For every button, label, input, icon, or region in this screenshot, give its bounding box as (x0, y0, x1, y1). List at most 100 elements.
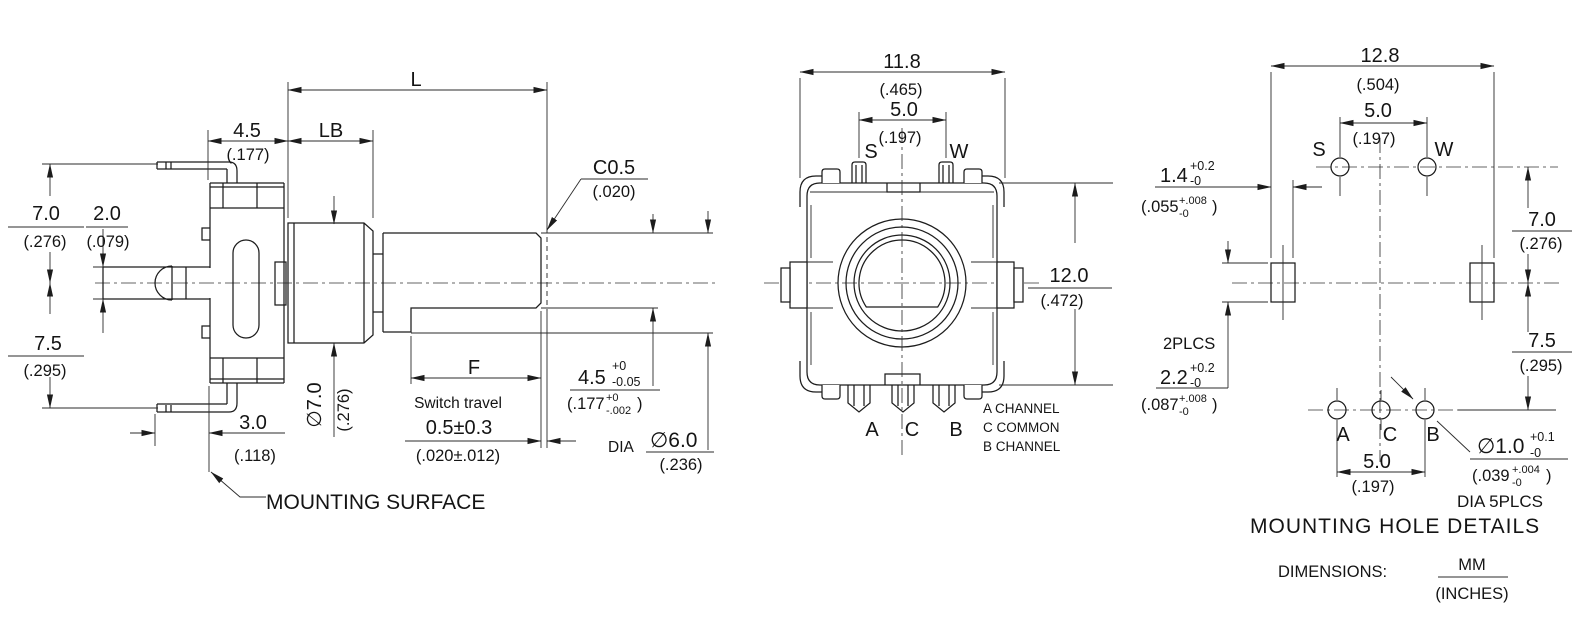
dim-slot-height-in-sub: -0 (1179, 406, 1189, 418)
hole-dia-in: (.039 (1472, 467, 1510, 485)
dim-pin-in: (.079) (86, 233, 129, 251)
dim-shaft-dia-word: DIA (608, 439, 635, 456)
w-pin-label: W (950, 141, 969, 163)
left-ear-flange (789, 261, 808, 309)
right-ear-tab (1013, 267, 1024, 303)
body-top-block (209, 182, 285, 209)
s-hole (1330, 157, 1350, 177)
dim-shaft-length-label: L (410, 69, 421, 91)
dim-front-height-mm: 12.0 (1050, 265, 1089, 287)
dim-front-width-in: (.465) (879, 81, 922, 99)
units-mm: MM (1458, 556, 1486, 574)
shaft (383, 232, 542, 333)
b-hole (1415, 400, 1435, 420)
dim-lower-height-mm: 7.5 (34, 333, 62, 355)
switch-travel-mm: 0.5±0.3 (426, 417, 493, 439)
dim-slot-height-sub: -0 (1190, 376, 1201, 390)
dim-slot-width-in-sup: +.008 (1179, 195, 1207, 207)
dim-slot-height-in-sup: +.008 (1179, 393, 1207, 405)
mounting-surface-leader (210, 471, 266, 498)
dim-mount-bottom-mm: 5.0 (1363, 451, 1391, 473)
side-view: L 4.5 (.177) LB 7.0 (.276) 2.0 (.079) 7.… (8, 69, 716, 514)
dim-mount-down-mm: 7.5 (1528, 330, 1556, 352)
legend-c-common: C COMMON (983, 420, 1060, 435)
b-terminal-pin (932, 385, 956, 413)
w-hole-label: W (1435, 139, 1454, 161)
dim-mount-top-in: (.197) (1352, 130, 1395, 148)
dim-flat-mm: 4.5 (578, 367, 606, 389)
push-plunger (274, 261, 287, 306)
dim-front-width-mm: 11.8 (883, 51, 920, 73)
front-index-notch (886, 183, 921, 193)
dim-mount-down-in: (.295) (1519, 357, 1562, 375)
mounting-centerlines (1232, 138, 1560, 462)
front-bottom-tabs (821, 385, 983, 400)
a-hole (1327, 400, 1347, 420)
mounting-view-title: MOUNTING HOLE DETAILS (1250, 515, 1540, 538)
legend-b-channel: B CHANNEL (983, 439, 1061, 454)
b-hole-label: B (1426, 424, 1439, 446)
hole-dia-in-end: ) (1546, 467, 1552, 485)
s-hole-label: S (1312, 139, 1325, 161)
dim-upper-height-mm: 7.0 (32, 203, 60, 225)
mounting-surface-label: MOUNTING SURFACE (266, 491, 485, 514)
switch-travel-caption: Switch travel (414, 395, 502, 412)
bushing (287, 222, 374, 344)
front-bottom-pedestal (884, 373, 921, 385)
right-ear-flange (996, 261, 1015, 309)
dim-mount-up-in: (.276) (1519, 235, 1562, 253)
chamfer-leader (546, 178, 582, 231)
front-corner-hooks (799, 175, 1005, 393)
dim-flat-in-sub: -.002 (606, 405, 631, 417)
front-top-tabs (821, 168, 983, 183)
slot-crosshairs (1282, 245, 1483, 320)
hole-dia-sup: +0.1 (1530, 430, 1555, 444)
dim-shaft-dia-in: (.236) (659, 456, 702, 474)
dim-slot-height-in: (.087 (1141, 396, 1179, 414)
a-pin-label: A (865, 419, 879, 441)
hole-dia-leader-arrow (1390, 376, 1414, 400)
hole-dia-mm: ∅1.0 (1477, 435, 1525, 458)
ext-lines-mount-width (1270, 72, 1495, 258)
body-bottom-block (209, 357, 285, 384)
b-pin-label: B (949, 419, 962, 441)
dim-slot-height-in-end: ) (1212, 396, 1218, 414)
dim-lower-height-in: (.295) (23, 362, 66, 380)
dim-mount-up-mm: 7.0 (1528, 209, 1556, 231)
units-inches: (INCHES) (1435, 585, 1508, 603)
dim-body-depth-in: (.177) (226, 146, 269, 164)
actuator-pin (102, 265, 210, 301)
s-pin-label: S (864, 141, 877, 163)
dim-flat-in-sup: +0 (606, 392, 619, 404)
w-terminal-pin (938, 161, 954, 183)
hole-dia-sub: -0 (1530, 446, 1541, 460)
front-view: 11.8 (.465) 5.0 (.197) S W 12.0 (.472) A… (764, 51, 1113, 458)
dim-bushing-dia-in: (.276) (335, 388, 353, 431)
dim-slot-width-sub: -0 (1190, 174, 1201, 188)
s-terminal-pin (851, 161, 867, 183)
dim-body-depth-mm: 4.5 (233, 120, 261, 142)
dim-front-height-in: (.472) (1040, 292, 1083, 310)
slot-places-note: 2PLCS (1163, 335, 1215, 353)
hole-dia-in-sub: -0 (1512, 477, 1522, 489)
a-terminal-pin (847, 385, 871, 413)
dim-bushing-dia-mm: ∅7.0 (304, 382, 326, 427)
dim-slot-width-sup: +0.2 (1190, 159, 1215, 173)
dim-slot-width-in-sub: -0 (1179, 208, 1189, 220)
dim-leg-mm: 3.0 (239, 412, 267, 434)
dim-mount-bottom-in: (.197) (1351, 478, 1394, 496)
dim-pin-mm: 2.0 (93, 203, 121, 225)
dim-slot-width-in-end: ) (1212, 198, 1218, 216)
dim-shaft-dia-mm: ∅6.0 (650, 429, 698, 452)
dim-bushing-length-label: LB (319, 120, 343, 142)
hole-dia-leader-tail (1436, 420, 1471, 453)
dim-upper-height-in: (.276) (23, 233, 66, 251)
dim-slot-width-in: (.055 (1141, 198, 1179, 216)
shaft-bore-d-profile (858, 239, 946, 308)
dim-leg-in: (.118) (234, 447, 276, 465)
dim-flat-tol-sup: +0 (612, 359, 626, 373)
c-terminal-pin (891, 385, 915, 413)
top-bracket-leg (156, 161, 238, 183)
